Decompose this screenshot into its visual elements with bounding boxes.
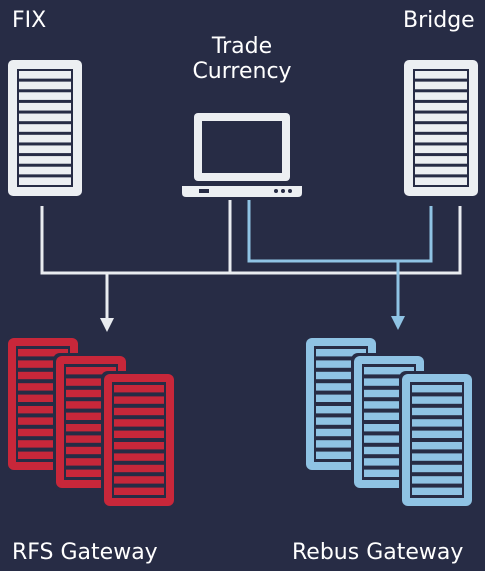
rebus-gateway-icon bbox=[303, 335, 475, 509]
fix-server-icon bbox=[8, 60, 82, 196]
rebus-gateway-label: Rebus Gateway bbox=[292, 540, 464, 565]
fix-label: FIX bbox=[12, 8, 47, 33]
bridge-label: Bridge bbox=[403, 8, 475, 33]
trade-label-line1: Trade bbox=[211, 34, 273, 59]
trade-currency-label: Trade Currency bbox=[186, 34, 298, 85]
connector-lines bbox=[40, 200, 462, 332]
laptop-icon bbox=[182, 113, 302, 197]
rfs-gateway-label: RFS Gateway bbox=[12, 540, 158, 565]
trade-label-line2: Currency bbox=[192, 59, 292, 85]
rfs-gateway-icon bbox=[5, 335, 177, 509]
bridge-server-icon bbox=[404, 60, 478, 196]
